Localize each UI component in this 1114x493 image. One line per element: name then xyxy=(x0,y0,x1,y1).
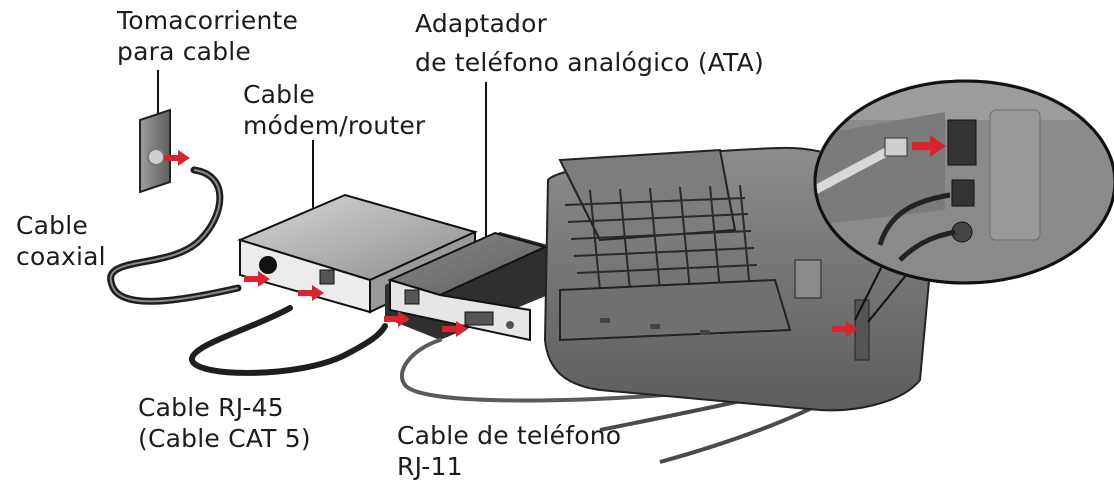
wall-cable-outlet xyxy=(139,108,171,194)
connection-arrows xyxy=(164,135,946,337)
label-line: (Cable CAT 5) xyxy=(138,424,311,453)
label-line: coaxial xyxy=(16,242,106,271)
label-cable-outlet: Tomacorriente para cable xyxy=(117,5,298,67)
arrow-icon xyxy=(164,150,190,166)
label-line: Cable xyxy=(243,80,315,109)
label-line: RJ-11 xyxy=(397,452,463,481)
label-line: Tomacorriente xyxy=(117,6,299,35)
label-line: para cable xyxy=(117,37,251,66)
cable-modem-router xyxy=(237,193,478,314)
arrow-icon xyxy=(912,135,946,157)
analog-telephone-adapter xyxy=(385,231,548,342)
label-coax-cable: Cable coaxial xyxy=(16,210,106,272)
label-line: de teléfono analógico (ATA) xyxy=(415,48,764,77)
label-line: Cable de teléfono xyxy=(397,421,622,450)
label-line: Adaptador xyxy=(415,9,548,38)
label-cable-modem: Cable módem/router xyxy=(243,79,425,141)
label-rj45-cable: Cable RJ-45 (Cable CAT 5) xyxy=(138,392,311,454)
label-ata: Adaptador de teléfono analógico (ATA) xyxy=(415,8,764,78)
arrow-icon xyxy=(244,271,270,287)
inset-leader-lines xyxy=(854,257,913,323)
arrow-icon xyxy=(442,321,468,337)
magnified-port-inset xyxy=(813,79,1114,285)
label-line: Cable xyxy=(16,211,88,240)
label-rj11-cable: Cable de teléfono RJ-11 xyxy=(397,420,621,482)
arrow-icon xyxy=(832,321,858,337)
label-line: Cable RJ-45 xyxy=(138,393,284,422)
label-line: módem/router xyxy=(243,111,426,140)
arrow-icon xyxy=(384,311,410,327)
arrow-icon xyxy=(298,285,324,301)
rj45-cable xyxy=(189,305,388,376)
